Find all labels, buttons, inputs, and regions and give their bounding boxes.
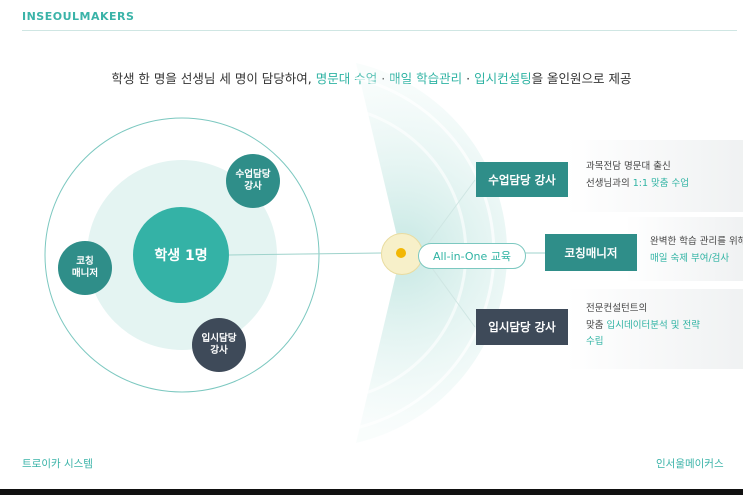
coaching-manager-label: 매니저 [71,268,99,279]
brand-logo: INSEOULMAKERS [22,10,135,23]
role-card-admissions-teacher [566,289,743,369]
role-desc-line: 맞춤 [586,319,607,331]
role-desc-highlight: 입시데이터분석 및 전략 [606,319,700,331]
role-desc-highlight: 1:1 맞춤 수업 [632,177,690,189]
role-tag-admissions-teacher: 입시담당 강사 [476,309,568,345]
role-tag-class-teacher: 수업담당 강사 [476,162,568,197]
headline-highlight-management: 매일 학습관리 [389,71,463,86]
footer-system-name: 트로이카 시스템 [22,458,93,470]
headline-highlight-consulting: 입시컨설팅 [474,71,532,86]
role-desc-line: 전문컨설턴트의 [586,303,648,314]
role-desc-highlight: 매일 숙제 부여/검사 [650,252,730,264]
role-desc-highlight: 수립 [586,336,604,348]
student-circle: 학생 1명 [133,207,229,303]
role-desc-coaching-manager: 완벽한 학습 관리를 위해 매일 숙제 부여/검사 [650,234,743,267]
role-desc-line: 과목전담 명문대 출신 [586,161,671,172]
coaching-manager-label: 코칭 [76,256,94,268]
class-teacher-label: 수업담당 [235,169,271,181]
all-in-one-label: All-in-One 교육 [418,243,526,269]
headline-text-end: 을 올인원으로 제공 [531,71,632,86]
footer-brand: 인서울메이커스 [656,458,724,470]
connector-line [420,179,476,254]
role-tag-coaching-manager: 코칭매니저 [545,234,637,271]
connector-line [228,252,382,256]
bottom-bar [0,489,743,495]
admissions-teacher-label: 강사 [210,345,228,356]
role-desc-line: 선생님과의 [586,177,633,189]
headline-separator: · [462,71,475,86]
role-desc-admissions-teacher: 전문컨설턴트의 맞춤 입시데이터분석 및 전략 수립 [586,301,700,351]
class-teacher-label: 강사 [244,181,262,192]
admissions-teacher-label: 입시담당 [201,333,237,345]
role-card-class-teacher [566,140,743,212]
role-card-coaching-manager [625,217,743,281]
role-desc-class-teacher: 과목전담 명문대 출신 선생님과의 1:1 맞춤 수업 [586,159,689,192]
hub-dot [396,248,406,258]
headline-text: 학생 한 명을 선생님 세 명이 담당하여, [111,71,316,86]
header-divider [22,30,737,31]
role-desc-line: 완벽한 학습 관리를 위해 [650,236,743,247]
